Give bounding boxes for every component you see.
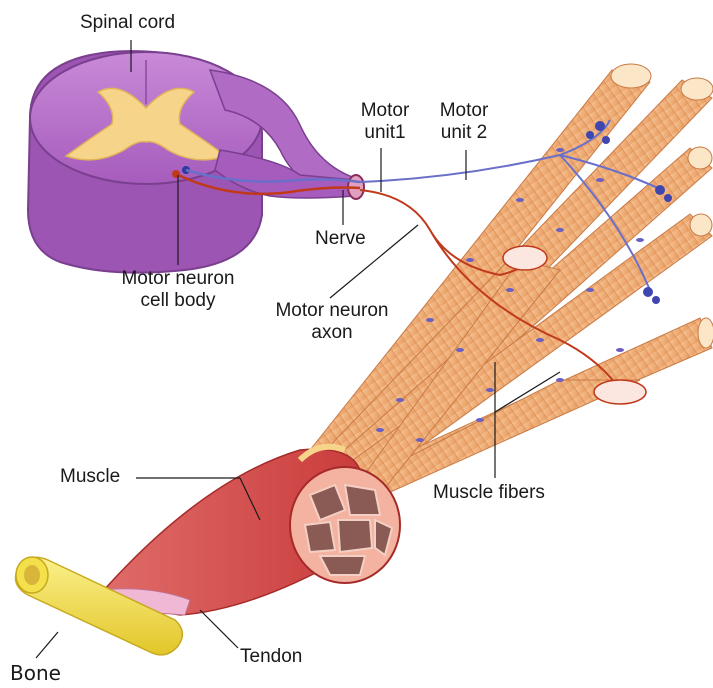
motor-neuron-cell-body-label-line2: cell body: [108, 290, 248, 312]
motor-unit1-label-line2: unit1: [360, 122, 410, 144]
motor-neuron-axon-label-line1: Motor neuron: [262, 300, 402, 322]
motor-unit1-label: Motor unit1: [360, 100, 410, 144]
nerve-label: Nerve: [315, 228, 366, 250]
motor-neuron-cell-body-label: Motor neuron cell body: [108, 268, 248, 312]
muscle-label: Muscle: [60, 466, 120, 488]
motor-unit1-label-line1: Motor: [360, 100, 410, 122]
muscle-fibers-label: Muscle fibers: [433, 482, 545, 504]
motor-unit2-label-line2: unit 2: [434, 122, 494, 144]
spinal-cord-label: Spinal cord: [80, 12, 175, 34]
motor-neuron-axon-label: Motor neuron axon: [262, 300, 402, 344]
motor-neuron-cell-body-label-line1: Motor neuron: [108, 268, 248, 290]
motor-unit2-label: Motor unit 2: [434, 100, 494, 144]
bone-label: Bone: [10, 662, 61, 684]
tendon-label: Tendon: [240, 646, 302, 668]
motor-neuron-axon-label-line2: axon: [262, 322, 402, 344]
spinal-cord: [28, 51, 355, 273]
motor-unit2-label-line1: Motor: [434, 100, 494, 122]
